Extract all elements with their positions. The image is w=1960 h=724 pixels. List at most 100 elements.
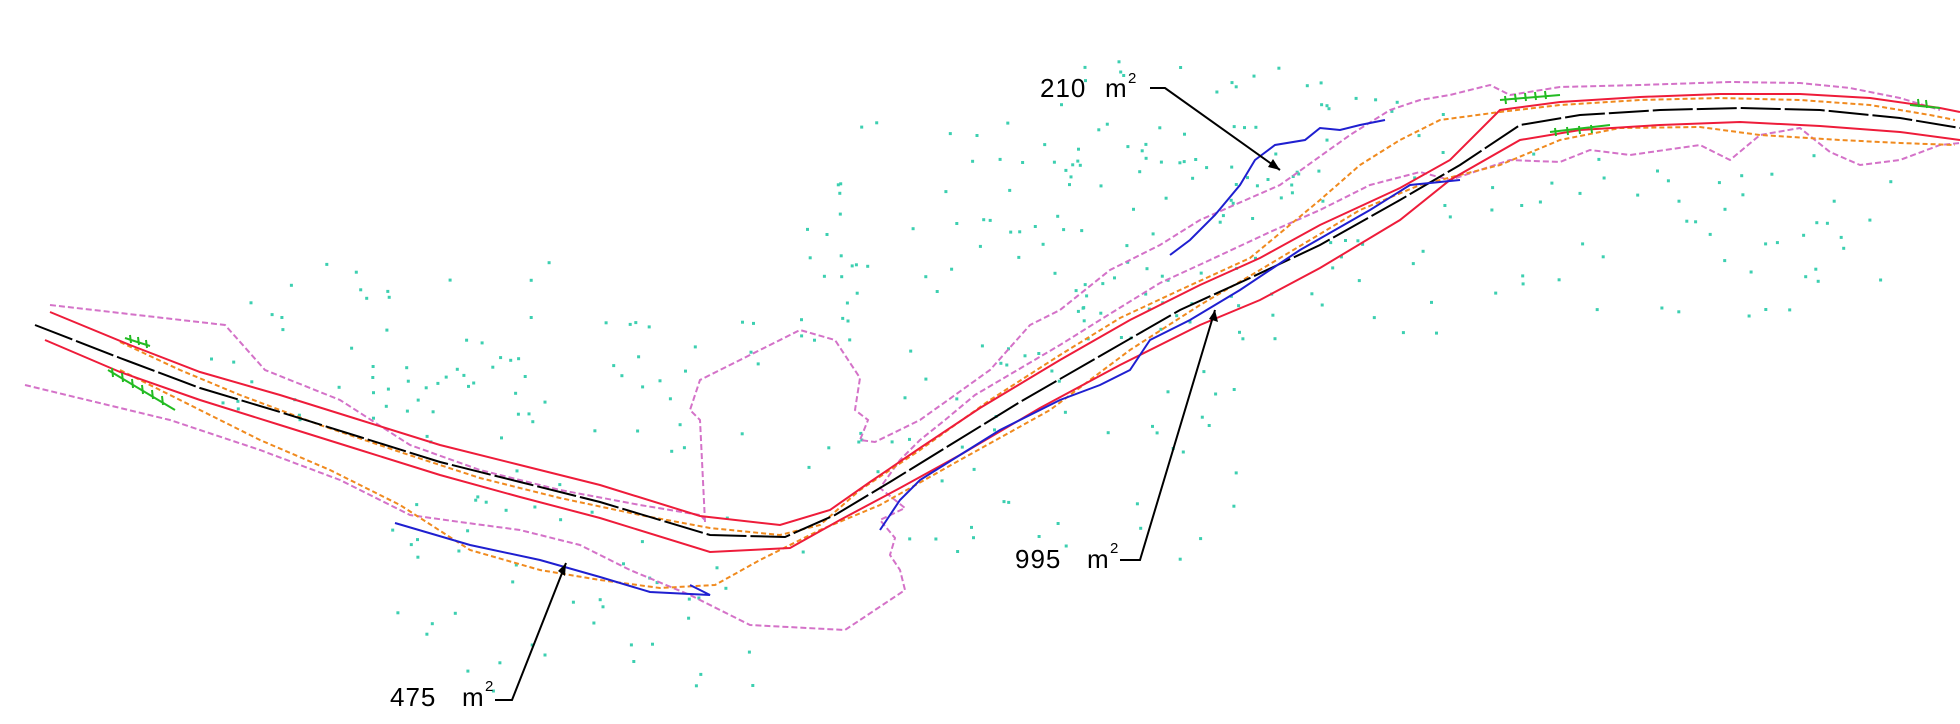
annotation-unit: m bbox=[462, 682, 485, 712]
survey-point bbox=[1017, 255, 1021, 259]
survey-point bbox=[840, 275, 844, 279]
survey-point bbox=[480, 341, 484, 345]
survey-point bbox=[1325, 104, 1329, 108]
survey-point bbox=[612, 364, 616, 368]
survey-point bbox=[529, 278, 533, 282]
survey-point bbox=[444, 375, 448, 379]
annotation-value: 210 bbox=[1040, 73, 1086, 103]
survey-point bbox=[1441, 151, 1445, 154]
survey-point bbox=[476, 495, 480, 499]
survey-point bbox=[354, 270, 358, 274]
survey-point bbox=[629, 643, 633, 647]
survey-point bbox=[1602, 176, 1606, 180]
survey-point bbox=[740, 432, 744, 436]
survey-point bbox=[504, 508, 508, 512]
survey-point bbox=[1356, 239, 1360, 243]
survey-point bbox=[1550, 181, 1554, 185]
survey-point bbox=[1717, 181, 1721, 185]
survey-point bbox=[1062, 228, 1066, 232]
survey-point bbox=[1241, 337, 1245, 341]
survey-point bbox=[385, 328, 389, 332]
survey-point bbox=[1002, 500, 1006, 504]
survey-point bbox=[1033, 225, 1037, 228]
survey-point bbox=[741, 320, 744, 324]
survey-point bbox=[1126, 145, 1130, 149]
survey-point bbox=[1063, 410, 1067, 414]
survey-point bbox=[1043, 143, 1047, 147]
survey-point bbox=[1122, 74, 1126, 77]
survey-point bbox=[1448, 215, 1452, 219]
survey-point bbox=[800, 334, 804, 338]
survey-point bbox=[592, 621, 596, 625]
survey-point bbox=[1229, 198, 1233, 202]
survey-point bbox=[289, 283, 293, 287]
survey-point bbox=[1357, 279, 1361, 283]
survey-point bbox=[1037, 535, 1041, 538]
survey-point bbox=[651, 642, 654, 646]
survey-point bbox=[934, 537, 938, 541]
survey-point bbox=[1842, 246, 1846, 250]
survey-point bbox=[956, 550, 960, 553]
survey-point bbox=[1056, 214, 1060, 218]
survey-point bbox=[1200, 415, 1204, 419]
survey-point bbox=[425, 632, 429, 636]
survey-point bbox=[1317, 169, 1321, 173]
road-centerline bbox=[34, 106, 1960, 539]
survey-point bbox=[559, 518, 563, 522]
survey-point bbox=[860, 438, 864, 442]
survey-point bbox=[1041, 242, 1045, 246]
survey-point bbox=[908, 537, 912, 541]
survey-point bbox=[854, 263, 858, 267]
survey-point bbox=[297, 413, 301, 417]
survey-point bbox=[1119, 70, 1123, 74]
survey-point bbox=[453, 611, 457, 615]
survey-point bbox=[1339, 255, 1343, 259]
survey-point bbox=[978, 244, 982, 248]
survey-point bbox=[875, 121, 879, 125]
survey-point bbox=[1361, 242, 1365, 246]
survey-point bbox=[620, 374, 624, 378]
survey-point bbox=[1182, 160, 1186, 164]
survey-point bbox=[1413, 176, 1417, 180]
upper-slope-boundary bbox=[24, 80, 1960, 632]
annotation-arrowheads bbox=[558, 159, 1280, 576]
survey-point bbox=[972, 536, 975, 540]
survey-point bbox=[1166, 390, 1170, 394]
survey-point bbox=[1581, 242, 1585, 246]
survey-point bbox=[467, 384, 470, 388]
survey-point bbox=[531, 420, 535, 424]
survey-point bbox=[1069, 175, 1073, 179]
survey-point bbox=[1007, 347, 1010, 351]
survey-point bbox=[1138, 170, 1142, 174]
survey-point bbox=[1052, 160, 1056, 164]
survey-point bbox=[350, 346, 354, 350]
survey-point bbox=[466, 669, 470, 673]
survey-point bbox=[598, 598, 602, 602]
survey-point bbox=[527, 412, 531, 416]
survey-point bbox=[971, 159, 975, 163]
survey-point bbox=[1234, 183, 1238, 186]
survey-point bbox=[1083, 283, 1087, 287]
survey-point bbox=[416, 538, 419, 542]
survey-point bbox=[1310, 292, 1314, 296]
survey-point bbox=[1199, 537, 1203, 541]
survey-point bbox=[1868, 218, 1872, 222]
annotation-unit: m bbox=[1105, 73, 1128, 103]
survey-point bbox=[514, 563, 518, 567]
survey-point bbox=[396, 611, 400, 615]
survey-point bbox=[1344, 239, 1347, 242]
survey-point bbox=[1164, 196, 1168, 200]
survey-point bbox=[409, 543, 413, 547]
survey-point bbox=[448, 278, 452, 282]
survey-point bbox=[634, 321, 638, 325]
survey-point bbox=[1538, 200, 1542, 204]
survey-point bbox=[547, 261, 551, 265]
survey-point bbox=[1770, 172, 1774, 176]
survey-point bbox=[975, 134, 979, 137]
survey-point bbox=[514, 391, 518, 395]
survey-point bbox=[637, 355, 641, 359]
survey-point bbox=[1331, 266, 1335, 270]
survey-point bbox=[1816, 279, 1820, 283]
survey-point bbox=[270, 313, 274, 317]
